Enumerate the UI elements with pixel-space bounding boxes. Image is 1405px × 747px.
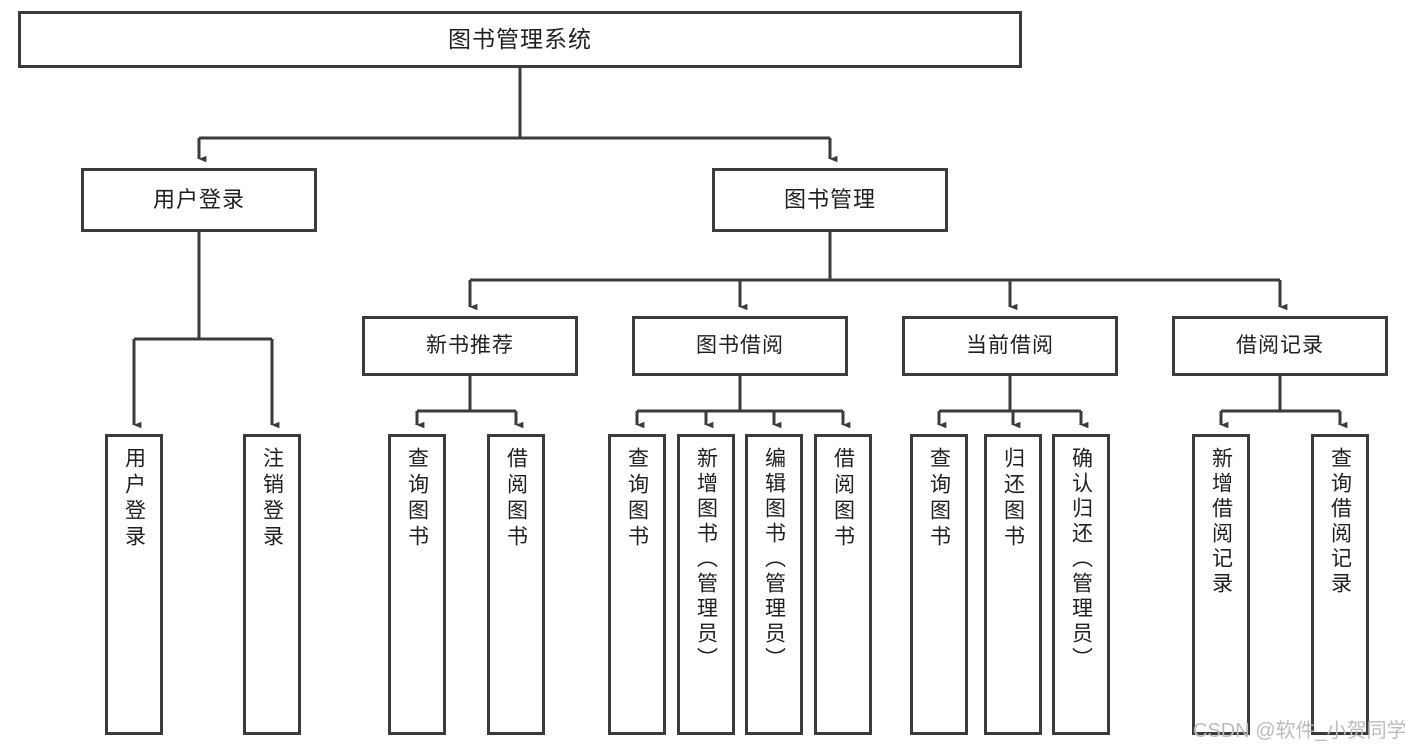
node-label: 归还图书	[1001, 447, 1025, 551]
node-label: 编辑图书（管理员）	[762, 447, 786, 672]
node-user-login[interactable]: 用户登录	[81, 168, 317, 232]
node-leaf-6[interactable]: 新增图书（管理员）	[677, 434, 735, 735]
node-label: 查询图书	[405, 447, 429, 551]
node-label: 借阅图书	[504, 447, 528, 551]
node-leaf-9[interactable]: 查询图书	[910, 434, 968, 735]
watermark: CSDN @软件_小贺同学	[1193, 720, 1405, 742]
node-label: 用户登录	[152, 187, 245, 213]
node-leaf-11[interactable]: 确认归还（管理员）	[1052, 434, 1110, 735]
node-leaf-1[interactable]: 用户登录	[105, 434, 163, 735]
node-label: 用户登录	[122, 447, 146, 551]
node-leaf-8[interactable]: 借阅图书	[814, 434, 872, 735]
node-book-borrow[interactable]: 图书借阅	[632, 316, 848, 376]
node-cur-borrow[interactable]: 当前借阅	[902, 316, 1118, 376]
node-leaf-5[interactable]: 查询图书	[608, 434, 666, 735]
node-book-mgmt[interactable]: 图书管理	[712, 168, 948, 232]
node-label: 查询图书	[927, 447, 951, 551]
node-label: 查询借阅记录	[1328, 447, 1352, 597]
node-new-book[interactable]: 新书推荐	[362, 316, 578, 376]
node-leaf-10[interactable]: 归还图书	[984, 434, 1042, 735]
node-leaf-7[interactable]: 编辑图书（管理员）	[745, 434, 803, 735]
node-label: 当前借阅	[966, 333, 1054, 357]
node-label: 新增图书（管理员）	[694, 447, 718, 672]
node-label: 新增借阅记录	[1209, 447, 1233, 597]
node-label: 图书管理系统	[448, 26, 592, 53]
node-leaf-12[interactable]: 新增借阅记录	[1192, 434, 1250, 735]
node-leaf-3[interactable]: 查询图书	[388, 434, 446, 735]
node-label: 查询图书	[625, 447, 649, 551]
node-leaf-13[interactable]: 查询借阅记录	[1311, 434, 1369, 735]
node-label: 图书管理	[783, 187, 876, 213]
node-root[interactable]: 图书管理系统	[18, 11, 1022, 68]
node-label: 注销登录	[260, 447, 284, 551]
node-label: 借阅记录	[1236, 333, 1324, 357]
node-label: 确认归还（管理员）	[1069, 447, 1093, 672]
node-label: 图书借阅	[696, 333, 784, 357]
node-label: 新书推荐	[426, 333, 514, 357]
node-label: 借阅图书	[831, 447, 855, 551]
node-leaf-4[interactable]: 借阅图书	[487, 434, 545, 735]
node-borrow-rec[interactable]: 借阅记录	[1172, 316, 1388, 376]
node-leaf-2[interactable]: 注销登录	[243, 434, 301, 735]
